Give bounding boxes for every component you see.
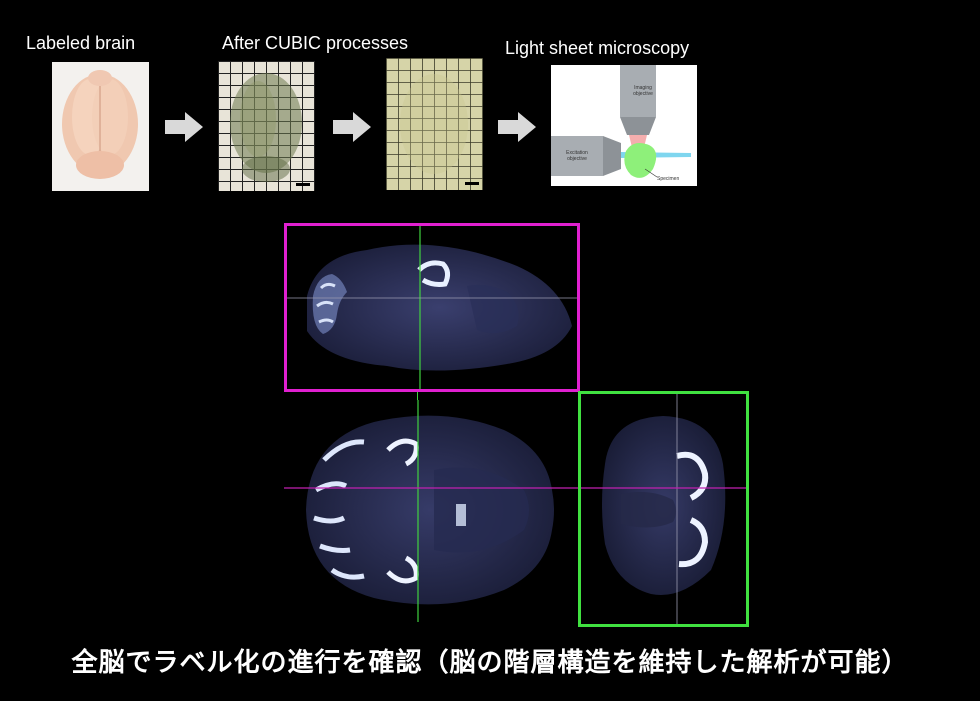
specimen-label: Specimen xyxy=(657,176,680,182)
imaging-objective-label: Imaging objective xyxy=(633,85,653,97)
step-label-after-cubic: After CUBIC processes xyxy=(222,33,409,53)
light-sheet-diagram: Imaging objective Excitation objective S… xyxy=(551,65,697,186)
transparent-brain-photo xyxy=(386,58,483,190)
horizontal-view-panel xyxy=(284,400,580,622)
coronal-brain-image xyxy=(581,394,746,624)
caption-text: 全脳でラベル化の進行を確認（脳の階層構造を維持した解析が可能） xyxy=(71,648,909,678)
arrow-right-icon xyxy=(498,112,536,142)
horizontal-brain-image xyxy=(284,400,580,622)
sagittal-view-panel xyxy=(284,223,580,392)
arrow-right-icon xyxy=(333,112,371,142)
step-label-light-sheet: Light sheet microscopy xyxy=(505,38,690,58)
arrow-right-icon xyxy=(165,112,203,142)
sagittal-brain-image xyxy=(287,226,577,389)
crosshair-connector-line xyxy=(417,392,419,402)
excitation-objective-label: Excitation objective xyxy=(566,150,588,162)
cleared-brain-photo xyxy=(218,61,315,191)
step-label-labeled-brain: Labeled brain xyxy=(26,33,136,53)
coronal-view-panel xyxy=(578,391,749,627)
labeled-brain-photo xyxy=(52,62,149,191)
